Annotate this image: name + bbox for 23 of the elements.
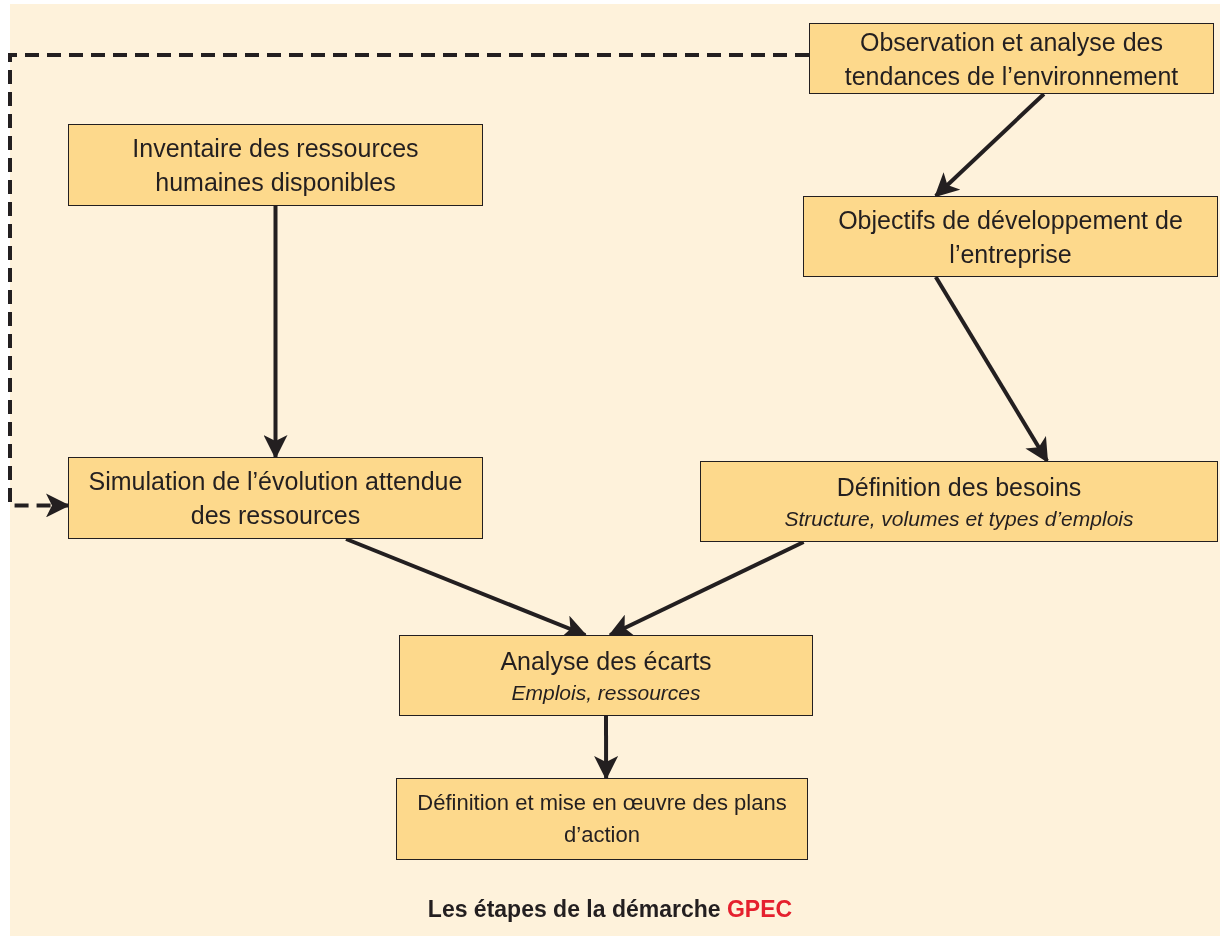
process-box bbox=[68, 457, 483, 539]
box-text: Simulation de l’évolution attendue des ressources bbox=[87, 466, 464, 531]
caption: Les étapes de la démarche GPEC bbox=[427, 896, 793, 922]
process-box bbox=[399, 635, 813, 716]
process-box bbox=[700, 461, 1218, 542]
process-box bbox=[68, 124, 483, 206]
process-box bbox=[396, 778, 808, 860]
arrow bbox=[594, 716, 619, 780]
subtitle-text: Emplois, ressources bbox=[511, 679, 701, 706]
box-text: Analyse des écarts bbox=[500, 645, 712, 677]
process-box bbox=[809, 23, 1214, 94]
arrow bbox=[934, 92, 1046, 198]
box-text: Observation et analyse des tendances de l’environnement bbox=[843, 26, 1180, 92]
dashed-arrow bbox=[8, 52, 809, 518]
subtitle-text: Structure, volumes et types d’emplois bbox=[784, 505, 1134, 532]
arrow bbox=[263, 206, 288, 459]
process-box bbox=[803, 196, 1218, 277]
box-text: Objectifs de développement de l’entreprise bbox=[837, 204, 1184, 270]
box-text: Définition des besoins bbox=[836, 471, 1082, 503]
box-text: Inventaire des ressources humaines disponibles bbox=[131, 133, 420, 198]
arrow bbox=[608, 540, 805, 637]
box-text: Définition et mise en œuvre des plans d’action bbox=[416, 789, 788, 849]
arrow bbox=[934, 275, 1049, 463]
